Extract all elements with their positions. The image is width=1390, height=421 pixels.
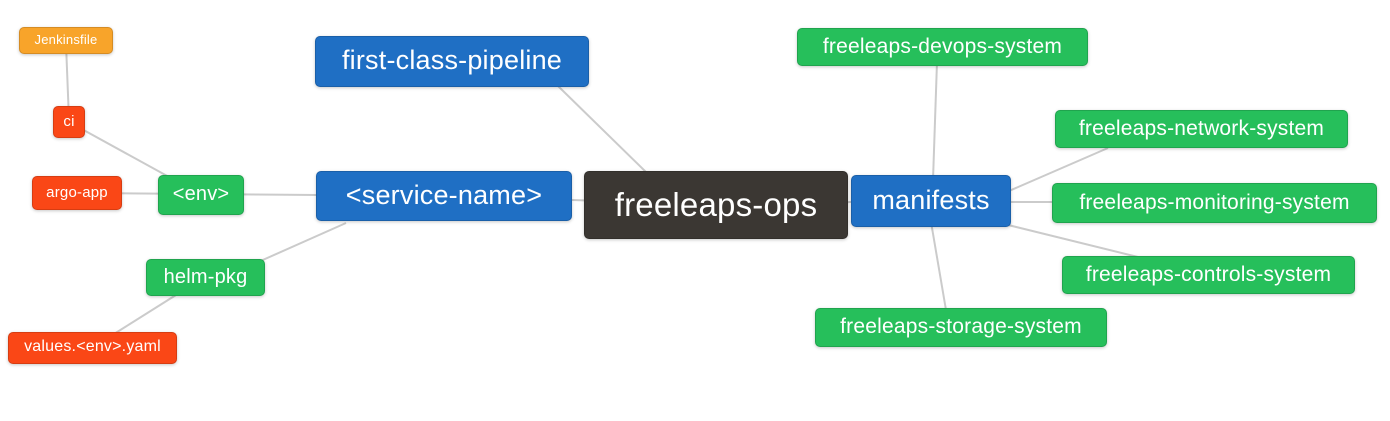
edge-helm-pkg-values-env-yaml	[113, 294, 177, 335]
node-freeleaps-monitoring-system[interactable]: freeleaps-monitoring-system	[1052, 183, 1377, 223]
node-label: ci	[63, 112, 75, 130]
node-manifests[interactable]: manifests	[851, 175, 1011, 227]
node-label: argo-app	[46, 183, 108, 201]
edge-manifests-freeleaps-storage-system	[930, 221, 947, 311]
node-label: <service-name>	[345, 179, 543, 210]
node-freeleaps-controls-system[interactable]: freeleaps-controls-system	[1062, 256, 1355, 294]
node-argo-app[interactable]: argo-app	[32, 176, 122, 210]
node-values-env-yaml[interactable]: values.<env>.yaml	[8, 332, 177, 364]
node-freeleaps-storage-system[interactable]: freeleaps-storage-system	[815, 308, 1107, 347]
node-freeleaps-network-system[interactable]: freeleaps-network-system	[1055, 110, 1348, 148]
node-label: freeleaps-controls-system	[1085, 262, 1332, 286]
node-first-class-pipeline[interactable]: first-class-pipeline	[315, 36, 589, 87]
node-freeleaps-devops-system[interactable]: freeleaps-devops-system	[797, 28, 1088, 66]
node-label: freeleaps-devops-system	[822, 34, 1063, 58]
node-label: Jenkinsfile	[34, 32, 98, 47]
node-jenkinsfile[interactable]: Jenkinsfile	[19, 27, 113, 54]
node-label: first-class-pipeline	[341, 45, 563, 75]
node-ci[interactable]: ci	[53, 106, 85, 138]
edge-service-name-helm-pkg	[255, 222, 347, 264]
node-label: freeleaps-network-system	[1078, 116, 1325, 140]
node-label: <env>	[172, 183, 230, 205]
node-label: helm-pkg	[163, 265, 248, 288]
node-label: freeleaps-ops	[614, 185, 818, 223]
node-label: manifests	[872, 184, 990, 215]
edge-manifests-freeleaps-controls-system	[999, 222, 1143, 259]
edge-manifests-freeleaps-devops-system	[932, 61, 938, 181]
node-label: freeleaps-storage-system	[840, 315, 1082, 338]
node-env[interactable]: <env>	[158, 175, 244, 215]
edge-first-class-pipeline-freeleaps-ops	[557, 85, 649, 175]
node-freeleaps-ops[interactable]: freeleaps-ops	[584, 171, 848, 239]
node-helm-pkg[interactable]: helm-pkg	[146, 259, 265, 296]
node-service-name[interactable]: <service-name>	[316, 171, 572, 221]
node-label: values.<env>.yaml	[24, 338, 161, 355]
node-label: freeleaps-monitoring-system	[1079, 190, 1350, 214]
edge-manifests-freeleaps-network-system	[1001, 147, 1109, 195]
